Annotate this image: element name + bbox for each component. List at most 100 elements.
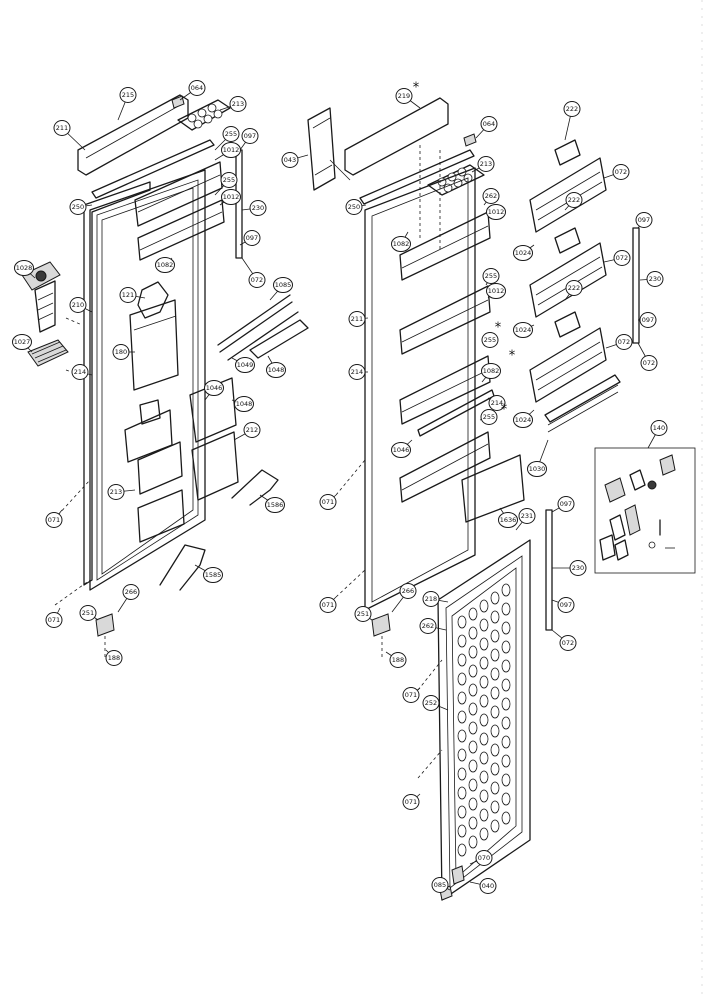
callout-c-214-r: 214 <box>348 364 366 380</box>
freezer-dimple <box>468 778 478 792</box>
callout-label: 210 <box>72 301 84 309</box>
left-door-edge <box>83 181 151 586</box>
callout-label: 262 <box>485 192 497 200</box>
callout-label: 072 <box>616 254 628 262</box>
callout-label: 214 <box>74 368 86 376</box>
callout-label: 071 <box>48 516 60 524</box>
freezer-dimple <box>501 716 511 730</box>
middle-shelf-4 <box>399 431 491 503</box>
freezer-dimple <box>468 683 478 697</box>
middle-clip <box>463 133 477 147</box>
middle-door-assembly <box>307 97 525 660</box>
callout-label: 255 <box>485 272 497 280</box>
left-shelf-4 <box>137 489 185 543</box>
middle-trim <box>359 149 475 205</box>
callout-c-1012-l1: 1012 <box>221 142 241 158</box>
callout-c-1030: 1030 <box>527 461 547 477</box>
callout-c-1046-r: 1046 <box>391 442 411 458</box>
callout-label: 1049 <box>237 361 254 369</box>
callout-c-1024-b: 1024 <box>513 322 533 338</box>
callout-label: 1027 <box>14 338 31 346</box>
freezer-dimple <box>479 656 489 670</box>
callout-c-097-r4: 097 <box>557 597 575 613</box>
callout-c-222: 222 <box>563 101 581 117</box>
callout-c-1027: 1027 <box>12 334 32 350</box>
left-top-cap <box>77 94 189 176</box>
callout-label: 211 <box>56 124 68 132</box>
parts-kit-box <box>594 447 696 574</box>
callout-label: 097 <box>244 132 256 140</box>
callout-c-252: 252 <box>422 695 440 711</box>
callout-label: 1085 <box>275 281 292 289</box>
left-top-cap-line <box>85 103 183 159</box>
callout-label: 213 <box>480 160 492 168</box>
callout-label: 1082 <box>393 240 410 248</box>
right-vertical-rail-top <box>632 227 640 344</box>
callout-label: 071 <box>48 616 60 624</box>
callout-label: 097 <box>642 316 654 324</box>
callout-c-1049: 1049 <box>235 357 255 373</box>
freezer-dimple <box>468 702 478 716</box>
callout-c-1636: 1636 <box>498 512 518 528</box>
callout-c-071-l2: 071 <box>45 612 63 628</box>
freezer-dimple <box>468 740 478 754</box>
left-door-assembly <box>21 94 309 660</box>
callout-label: 214 <box>351 368 363 376</box>
left-dispenser-cap <box>137 281 169 319</box>
left-egg-tray <box>177 99 231 131</box>
freezer-dimple <box>457 748 467 762</box>
callout-label: 231 <box>521 512 533 520</box>
freezer-dimple <box>457 805 467 819</box>
freezer-dimple <box>490 610 500 624</box>
freezer-door-body <box>437 539 531 901</box>
callout-c-213-b: 213 <box>107 484 125 500</box>
callout-c-211-l: 211 <box>53 120 71 136</box>
callout-label: 230 <box>252 204 264 212</box>
callout-c-1585: 1585 <box>203 567 223 583</box>
callout-c-071-f2: 071 <box>402 794 420 810</box>
freezer-dimple <box>490 705 500 719</box>
freezer-dimple <box>490 591 500 605</box>
callout-c-262-f: 262 <box>419 618 437 634</box>
callout-label: 1046 <box>206 384 223 392</box>
freezer-dimple <box>479 827 489 841</box>
callout-c-072-a: 072 <box>612 164 630 180</box>
callout-label: 251 <box>82 609 94 617</box>
left-shelf-1-lip <box>137 174 221 213</box>
star-marker: * <box>413 81 420 96</box>
freezer-dimple <box>490 762 500 776</box>
callout-label: 255 <box>225 130 237 138</box>
freezer-dimple <box>479 618 489 632</box>
callout-label: 1012 <box>488 287 505 295</box>
callout-label: 1048 <box>268 366 285 374</box>
freezer-dimple <box>490 743 500 757</box>
callout-label: 1012 <box>223 146 240 154</box>
callout-c-072-b: 072 <box>613 250 631 266</box>
freezer-dimple <box>479 599 489 613</box>
freezer-door-inner <box>445 555 523 889</box>
callout-label: 1636 <box>500 516 517 524</box>
callout-label: 097 <box>638 216 650 224</box>
freezer-dimple <box>457 672 467 686</box>
callout-c-1046: 1046 <box>204 380 224 396</box>
callout-label: 072 <box>643 359 655 367</box>
left-wire-spring-a <box>217 294 299 361</box>
middle-shelf-2 <box>399 285 491 355</box>
right-wire-rack <box>544 374 621 423</box>
freezer-dimple <box>501 811 511 825</box>
callout-c-211-r: 211 <box>348 311 366 327</box>
callout-c-210-l: 210 <box>69 297 87 313</box>
callout-label: 085 <box>434 881 446 889</box>
freezer-dimple <box>490 724 500 738</box>
freezer-dimple <box>490 800 500 814</box>
callout-c-1012-l2: 1012 <box>221 189 241 205</box>
callout-c-250-l: 250 <box>69 199 87 215</box>
callout-label: 071 <box>322 498 334 506</box>
callout-c-1048-b: 1048 <box>234 396 254 412</box>
callout-label: 211 <box>351 315 363 323</box>
freezer-dimple <box>457 653 467 667</box>
callout-label: 188 <box>392 656 404 664</box>
freezer-dimple <box>501 583 511 597</box>
callout-label: 072 <box>615 168 627 176</box>
